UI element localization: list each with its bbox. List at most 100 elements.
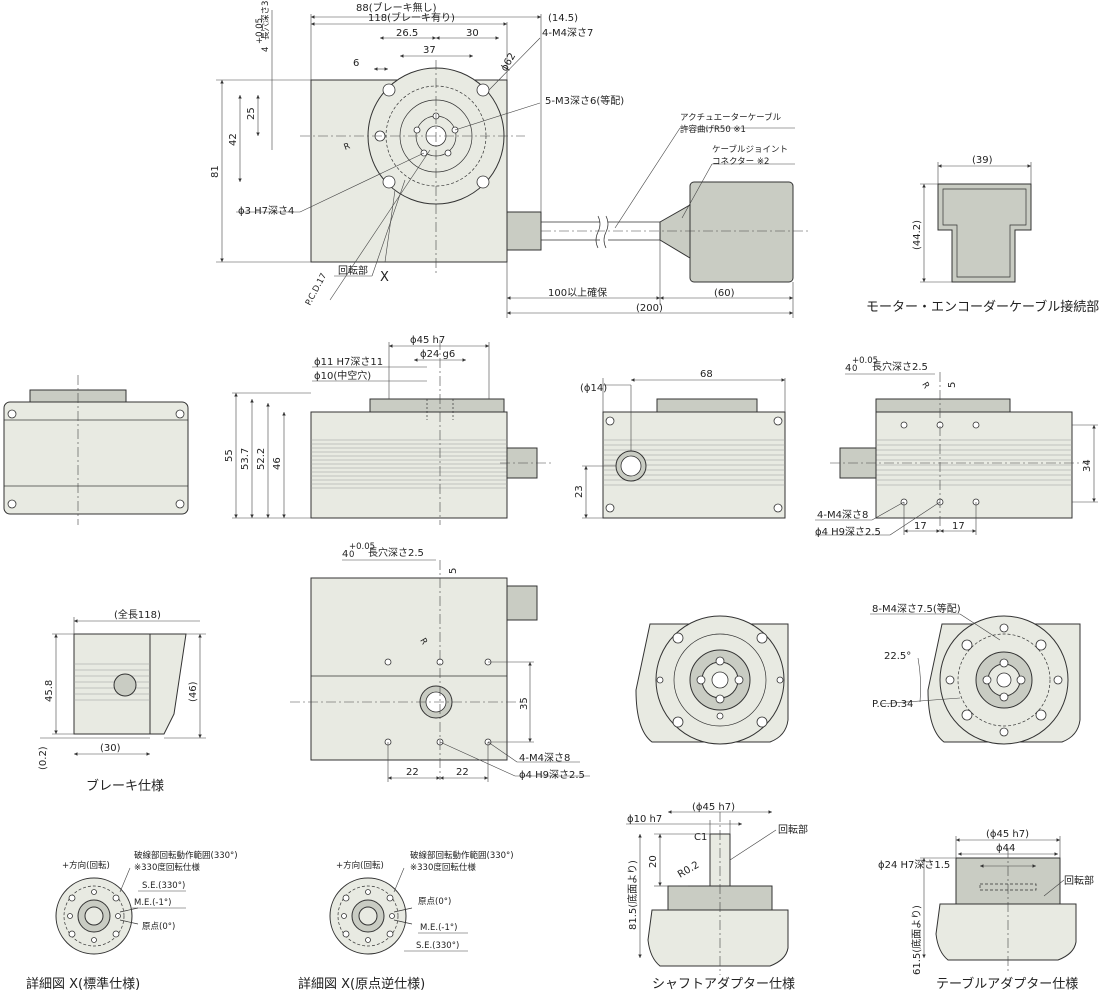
slot-base: 4: [261, 47, 271, 52]
table-face-a: [635, 615, 789, 745]
end-flange: [656, 398, 758, 413]
caption-brake: ブレーキ仕様: [86, 778, 164, 794]
detail-rev-range: 破線部回転動作範囲(330°): [410, 850, 514, 861]
side-view: ϕ45 h7 ϕ24 g6 ϕ11 H7深さ11 ϕ10(中空穴) 55 53.…: [224, 335, 552, 525]
callout-m4-depth8-b: 4-M4深さ8: [817, 509, 868, 521]
connector-profile-view: (39) (44.2) モーター・エンコーダーケーブル接続部: [866, 155, 1099, 315]
dim-25: 25: [246, 107, 257, 120]
dim-81-5: 81.5(底面より): [626, 860, 639, 930]
side-flange: [369, 398, 505, 413]
label-r-b: R: [919, 381, 931, 391]
detail-std-dir: +方向(回転): [62, 860, 110, 871]
front-view-left: [3, 375, 189, 525]
bottom-body-large: [310, 577, 508, 761]
slot-text: 長穴深さ3: [260, 1, 271, 40]
slot-tol2-l: 0: [349, 550, 354, 560]
callout-phi4-b: ϕ4 H9深さ2.5: [815, 526, 881, 538]
callout-joint-1: ケーブルジョイント: [712, 144, 788, 155]
dim-6: 6: [353, 58, 359, 69]
caption-connector: モーター・エンコーダーケーブル接続部: [866, 299, 1099, 315]
dim-len-no-brake: 88(ブレーキ無し): [356, 1, 437, 14]
dim-200: (200): [636, 303, 663, 314]
bottom-view-right: 34 17 17 4 +0.05 0 長穴深さ2.5 5 R 4-M4深さ8 ϕ…: [815, 356, 1098, 538]
dim-46-b: (46): [188, 681, 199, 702]
dim-30-b: (30): [100, 743, 121, 754]
slot-tol-l: +0.05: [349, 542, 375, 552]
dim-35: 35: [519, 697, 530, 710]
cable-gland: [506, 211, 542, 251]
dim-37: 37: [423, 45, 436, 56]
dim-23: 23: [574, 485, 585, 498]
dim-phi24-g6: ϕ24 g6: [420, 349, 455, 360]
detail-std-me: M.E.(-1°): [134, 898, 171, 908]
callout-m3-depth6: 5-M3深さ6(等配): [545, 94, 624, 107]
callout-cable-2: 許容曲げR50 ※1: [680, 124, 746, 135]
label-r: R: [343, 141, 352, 152]
dim-r0-2: R0.2: [676, 860, 701, 881]
callout-m4-depth8-l: 4-M4深さ8: [519, 752, 570, 764]
dim-34: 34: [1082, 459, 1093, 472]
dim-42: 42: [228, 133, 239, 146]
slot-text-l: 長穴深さ2.5: [368, 546, 424, 559]
callout-phi3: ϕ3 H7深さ4: [238, 205, 294, 217]
shaft: [709, 833, 731, 887]
callout-pcd17: P.C.D.17: [304, 272, 329, 308]
detail-x-reverse: +方向(回転) 破線部回転動作範囲(330°) ※330度回転仕様 原点(0°)…: [298, 850, 514, 992]
slot-tol-b: +0.05: [852, 356, 878, 366]
dim-26-5: 26.5: [396, 28, 418, 39]
dim-c1: C1: [694, 832, 707, 843]
dim-53-7: 53.7: [240, 448, 251, 470]
callout-cable-1: アクチュエーターケーブル: [680, 112, 782, 123]
callout-rotating-part-s: 回転部: [778, 823, 808, 836]
callout-m4-depth7: 4-M4深さ7: [542, 27, 593, 39]
dim-20: 20: [648, 855, 659, 868]
dim-45-8: 45.8: [44, 680, 55, 702]
top-view: 88(ブレーキ無し) 118(ブレーキ有り) (14.5) 26.5 30 37…: [210, 1, 810, 318]
callout-rotating-part-t: 回転部: [1064, 874, 1094, 887]
dim-52-2: 52.2: [256, 448, 267, 470]
detail-std-spec: ※330度回転仕様: [134, 862, 200, 873]
dim-46: 46: [272, 457, 283, 470]
callout-8-m4: 8-M4深さ7.5(等配): [872, 602, 961, 615]
dim-17a: 17: [914, 521, 927, 532]
dim-5-b: 5: [947, 382, 958, 388]
end-view: (ϕ14) 68 23: [574, 369, 786, 519]
dim-22-5-deg: 22.5°: [884, 651, 911, 662]
dim-81: 81: [210, 165, 221, 178]
dim-22a: 22: [406, 767, 419, 778]
dim-0-2: (0.2): [38, 746, 49, 770]
dim-55: 55: [224, 449, 235, 462]
body-side: [310, 411, 508, 519]
dim-phi10-h7: ϕ10 h7: [627, 814, 662, 825]
detail-std-origin: 原点(0°): [142, 922, 175, 932]
body-front: [3, 401, 189, 515]
detail-rev-me: M.E.(-1°): [420, 923, 457, 933]
dim-total-118: (全長118): [114, 608, 161, 621]
caption-table-adapter: テーブルアダプター仕様: [936, 976, 1078, 992]
label-r-l: R: [417, 637, 429, 647]
dim-17b: 17: [952, 521, 965, 532]
caption-detail-rev: 詳細図 X(原点逆仕様): [298, 976, 425, 992]
dim-phi45-h7-t: (ϕ45 h7): [986, 829, 1029, 840]
slot-base-l: 4: [342, 549, 348, 560]
detail-rev-se: S.E.(330°): [416, 941, 459, 951]
detail-std-se: S.E.(330°): [142, 881, 185, 891]
slot-tol2-b: 0: [852, 364, 857, 374]
callout-pcd34: P.C.D.34: [872, 699, 913, 710]
table-adapter-view: (ϕ45 h7) ϕ44 ϕ24 H7深さ1.5 回転部 61.5(底面より) …: [878, 829, 1094, 992]
dim-phi44: ϕ44: [996, 843, 1015, 854]
detail-rev-dir: +方向(回転): [336, 860, 384, 871]
dim-39: (39): [972, 155, 993, 166]
callout-rotating-part: 回転部: [338, 264, 368, 277]
dim-22b: 22: [456, 767, 469, 778]
cable-connector: [689, 181, 794, 283]
detail-x-standard: +方向(回転) 破線部回転動作範囲(330°) ※330度回転仕様 S.E.(3…: [26, 850, 238, 992]
dim-phi14: (ϕ14): [580, 383, 607, 394]
label-x: X: [380, 270, 389, 285]
dim-len-brake: 118(ブレーキ有り): [368, 11, 455, 24]
caption-shaft-adapter: シャフトアダプター仕様: [652, 977, 795, 992]
dim-44-2: (44.2): [912, 220, 923, 250]
dim-5-l: 5: [448, 568, 459, 574]
